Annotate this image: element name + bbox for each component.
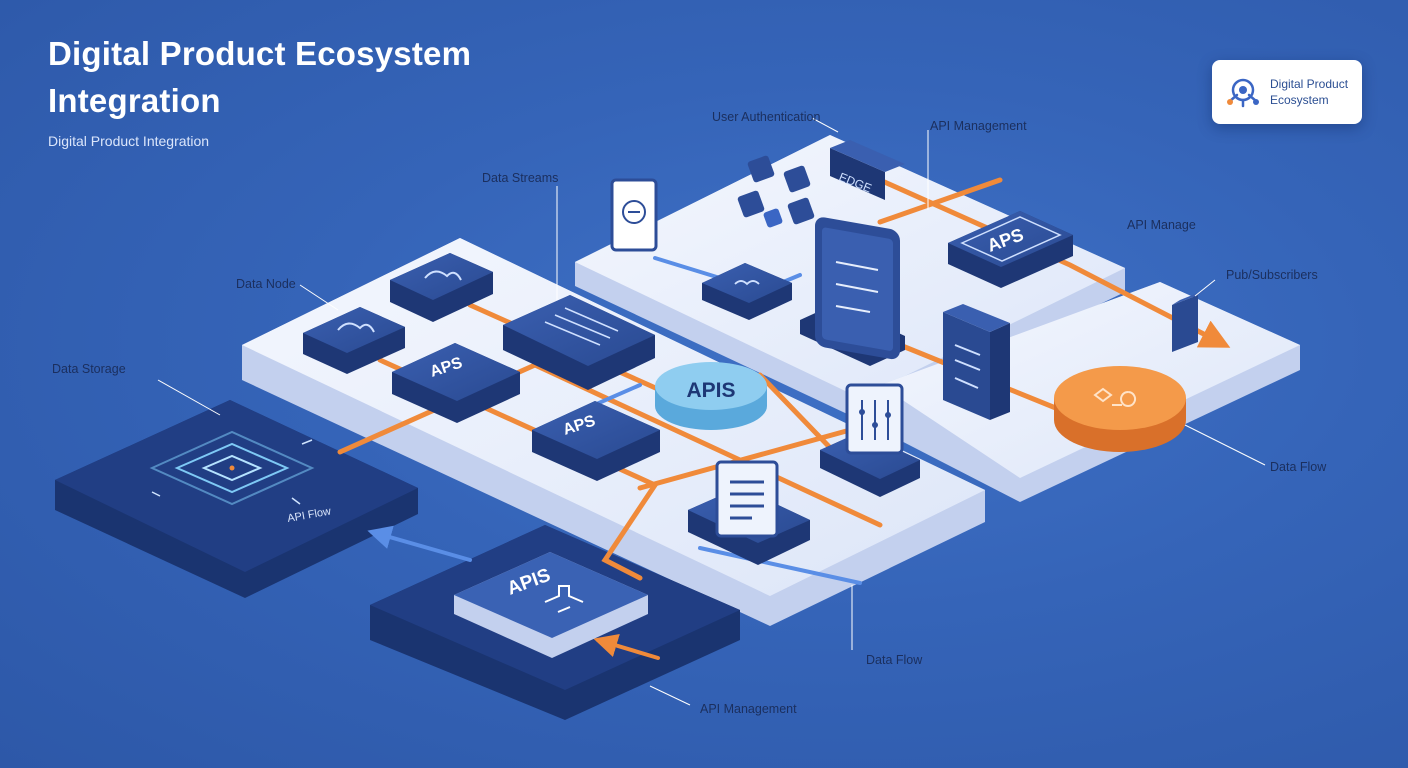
module-aps-top[interactable]: APS: [948, 211, 1073, 288]
callout-pub-subscribers: Pub/Subscribers: [1226, 268, 1318, 282]
apis-hub[interactable]: APIS: [655, 362, 767, 430]
callout-leaders: [157, 117, 1266, 706]
callout-api-management-bottom: API Management: [700, 702, 797, 716]
callout-data-flow-right: Data Flow: [1270, 460, 1327, 474]
callout-api-manage: API Manage: [1127, 218, 1196, 232]
title-line-1: Digital Product Ecosystem: [48, 35, 472, 72]
pub-sub-box[interactable]: [1172, 290, 1205, 352]
ecosystem-badge: Digital Product Ecosystem: [1212, 60, 1362, 124]
callout-data-streams: Data Streams: [482, 171, 559, 185]
apis-bottom-tile[interactable]: APIS: [454, 552, 648, 658]
page-title: Digital Product Ecosystem Integration: [48, 30, 471, 124]
callout-data-storage: Data Storage: [52, 362, 126, 376]
apis-hub-label: APIS: [686, 379, 735, 402]
module-data-node-1[interactable]: [390, 253, 493, 322]
callout-user-authentication: User Authentication: [712, 110, 821, 124]
module-aps-2[interactable]: APS: [532, 401, 660, 481]
title-line-2: Integration: [48, 82, 221, 119]
control-screen[interactable]: [820, 383, 920, 497]
data-stream-tile[interactable]: [702, 263, 792, 320]
auth-cluster: [737, 155, 815, 228]
badge-text: Digital Product Ecosystem: [1270, 76, 1348, 108]
callout-api-management-top: API Management: [930, 119, 1027, 133]
small-monitor[interactable]: [610, 178, 658, 252]
monitor-device[interactable]: [688, 460, 810, 565]
page-subtitle: Digital Product Integration: [48, 133, 210, 149]
orange-disc[interactable]: [1054, 366, 1186, 452]
data-storage-panel: [55, 400, 418, 598]
badge-line-1: Digital Product: [1270, 77, 1349, 91]
ecosystem-icon: [1227, 78, 1259, 108]
server-tower[interactable]: [943, 304, 1010, 420]
callout-data-flow-bottom: Data Flow: [866, 653, 923, 667]
badge-line-2: Ecosystem: [1270, 93, 1329, 107]
phone-device[interactable]: [800, 216, 905, 366]
module-aps-1[interactable]: APS: [392, 343, 520, 423]
callout-data-node: Data Node: [236, 277, 296, 291]
module-data-node-2[interactable]: [303, 307, 405, 374]
module-data-streams[interactable]: [503, 295, 655, 390]
